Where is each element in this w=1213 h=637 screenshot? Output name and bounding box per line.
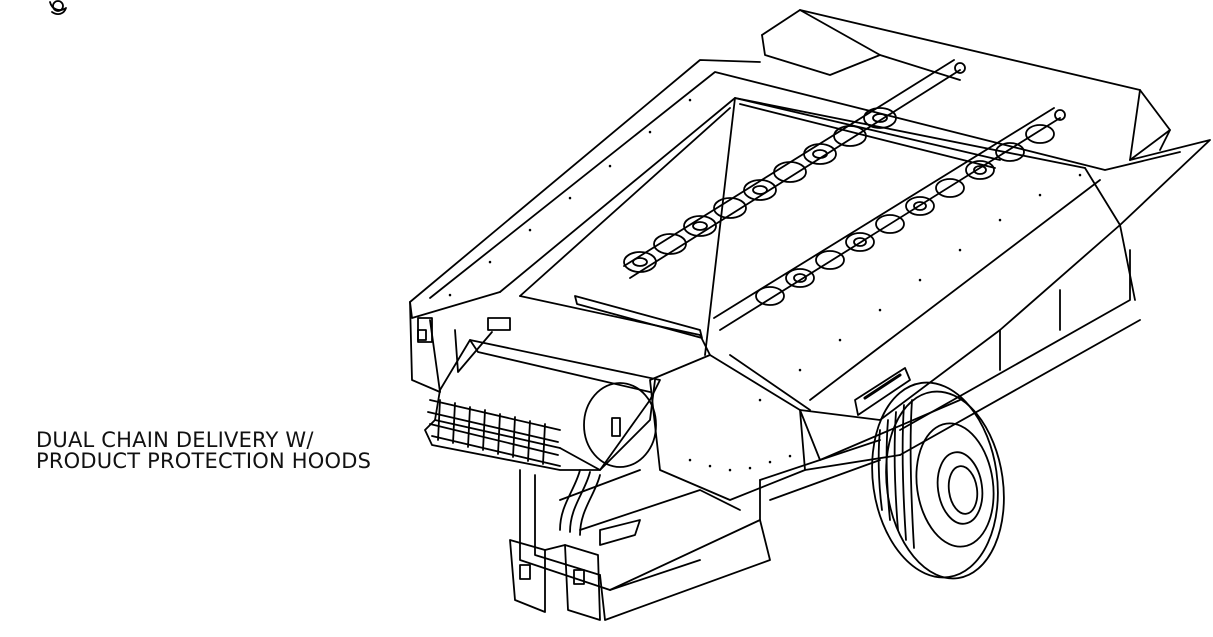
chain-delivery-hoods bbox=[425, 340, 660, 470]
view-orientation-icon bbox=[50, 1, 66, 14]
auger-lower bbox=[714, 108, 1065, 330]
bolt-holes bbox=[450, 100, 1080, 470]
caption-line-2: PRODUCT PROTECTION HOODS bbox=[36, 449, 372, 473]
trailer-wheel bbox=[860, 374, 1016, 586]
hopper-body bbox=[410, 10, 1210, 500]
auger-upper bbox=[624, 60, 965, 278]
caption-line-1: DUAL CHAIN DELIVERY W/ bbox=[36, 428, 314, 452]
drawing-caption: DUAL CHAIN DELIVERY W/ PRODUCT PROTECTIO… bbox=[36, 430, 371, 472]
brand-decal-icon bbox=[855, 368, 910, 415]
trailer-frame bbox=[510, 250, 1140, 620]
